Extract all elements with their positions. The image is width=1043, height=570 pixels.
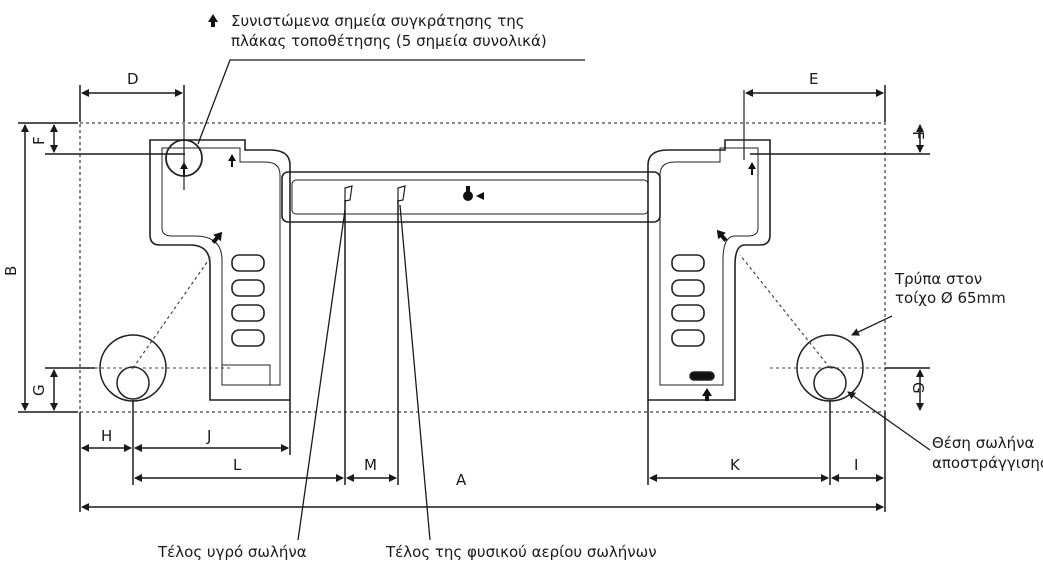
wall-hole-note-line1: Τρύπα στον — [894, 270, 982, 288]
arrow-up-icon — [208, 14, 218, 27]
screw-icon — [463, 186, 484, 201]
arrow-up-icon — [211, 231, 223, 244]
dimension-label-a: A — [456, 471, 467, 489]
drain-position-note-line1: Θέση σωλήνα — [932, 434, 1035, 452]
arrow-up-icon — [228, 154, 236, 167]
arrow-up-icon — [748, 162, 756, 175]
dimension-label-i: I — [854, 456, 858, 474]
left-bracket — [149, 139, 291, 401]
dimension-label-f-right: F — [909, 131, 927, 140]
unit-outline — [79, 122, 886, 413]
recommended-points-note-line2: πλάκας τοποθέτησης (5 σημεία συνολικά) — [231, 32, 547, 50]
dimension-label-g-left: G — [30, 384, 48, 396]
dimension-label-j: J — [206, 427, 211, 445]
arrow-up-icon — [702, 388, 712, 401]
arrow-up-icon — [180, 162, 188, 175]
drain-pipe-left — [116, 366, 150, 400]
liquid-pipe-end-label: Τέλος υγρό σωλήνα — [157, 543, 307, 561]
dimension-label-h: H — [101, 427, 112, 445]
dimension-label-b: B — [2, 266, 20, 276]
dimension-label-f-left: F — [30, 136, 48, 145]
dimension-label-l: L — [233, 456, 242, 474]
drain-position-note-line2: αποστράγγισης — [932, 454, 1043, 472]
dimension-label-e: E — [809, 70, 818, 88]
wall-hole-note-line2: τοίχο Ø 65mm — [895, 289, 1006, 307]
dimension-label-m: M — [364, 456, 377, 474]
gas-pipe-end-label: Τέλος της φυσικού αερίου σωλήνων — [385, 543, 657, 561]
dimension-label-d: D — [127, 70, 139, 88]
right-bracket — [647, 139, 771, 401]
drain-pipe-right — [813, 366, 847, 400]
recommended-points-note-line1: Συνιστώμενα σημεία συγκράτησης της — [231, 12, 525, 30]
dimension-label-g-right: G — [909, 382, 927, 394]
arrow-up-icon — [716, 229, 728, 242]
dimension-label-k: K — [730, 456, 741, 474]
